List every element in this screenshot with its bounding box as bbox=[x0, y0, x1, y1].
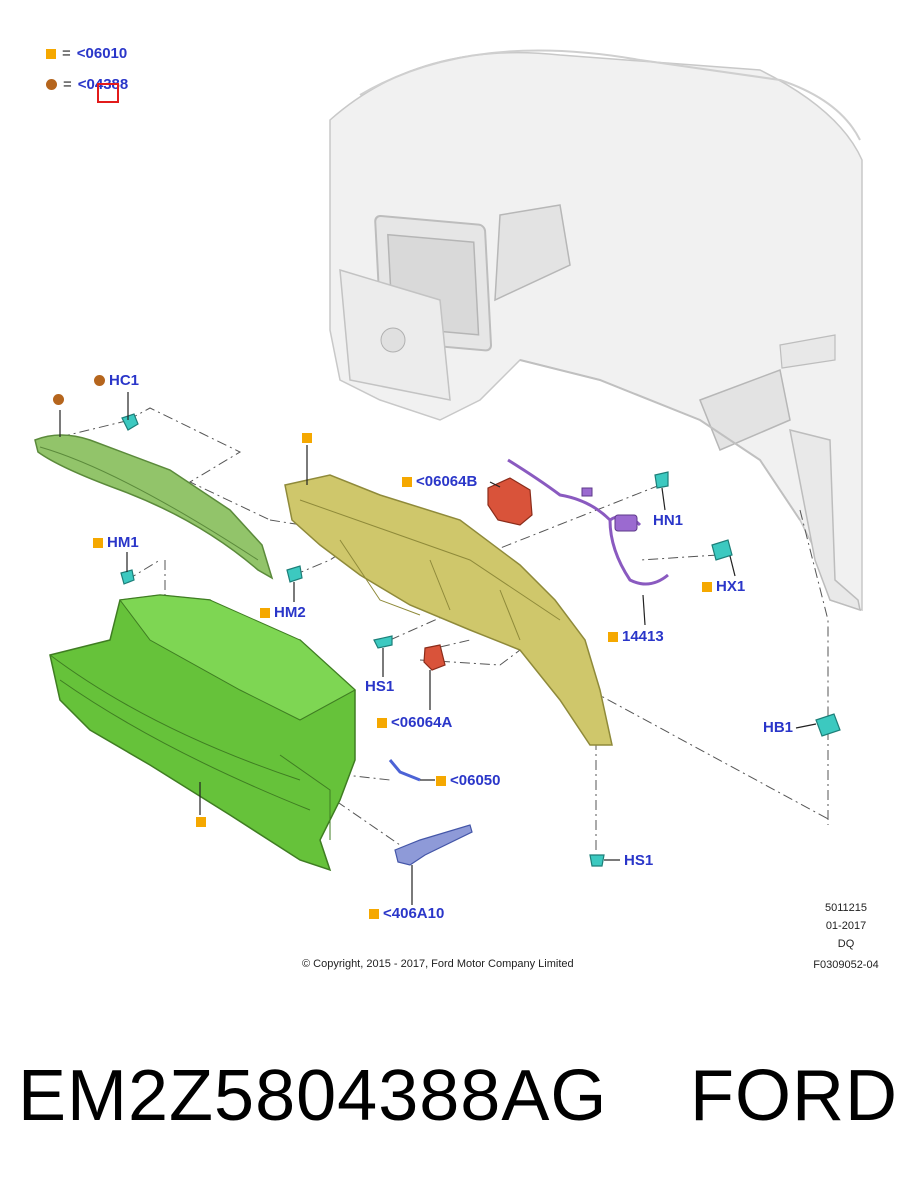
legend-equals: = bbox=[62, 45, 71, 62]
circle-marker-callout bbox=[53, 394, 64, 405]
square-marker-icon bbox=[302, 433, 312, 443]
callout-label: HM2 bbox=[274, 604, 306, 621]
callout-ticks bbox=[59, 392, 817, 905]
circle-marker-icon bbox=[53, 394, 64, 405]
lock-components bbox=[388, 759, 473, 866]
square-marker-icon bbox=[46, 48, 56, 59]
callout-hs1-lower[interactable]: HS1 bbox=[624, 852, 653, 869]
callout-label: 14413 bbox=[622, 628, 664, 645]
square-marker-icon bbox=[377, 717, 387, 728]
legend-item-square: = <06010 bbox=[46, 45, 127, 62]
diagram-date: 01-2017 bbox=[825, 920, 867, 932]
callout-hb1[interactable]: HB1 bbox=[763, 719, 793, 736]
latch-parts bbox=[423, 477, 533, 671]
callout-label: HB1 bbox=[763, 719, 794, 736]
square-marker-icon bbox=[196, 817, 206, 827]
figure-number: F0309052-04 bbox=[813, 959, 879, 971]
callout-06050[interactable]: <06050 bbox=[436, 772, 500, 789]
callout-hx1[interactable]: HX1 bbox=[702, 578, 745, 595]
clips bbox=[120, 413, 841, 867]
callout-label: HX1 bbox=[716, 578, 746, 595]
callout-hm2[interactable]: HM2 bbox=[260, 604, 306, 621]
callout-label: <406A10 bbox=[383, 905, 445, 922]
footer: EM2Z5804388AG FORD bbox=[0, 1040, 912, 1180]
callout-label: <06064B bbox=[416, 473, 478, 490]
square-marker-icon bbox=[402, 476, 412, 487]
callout-label: HS1 bbox=[624, 852, 654, 869]
copyright-notice: © Copyright, 2015 - 2017, Ford Motor Com… bbox=[302, 958, 574, 970]
square-marker-callout bbox=[196, 817, 206, 827]
square-marker-icon bbox=[369, 908, 379, 919]
brand-name: FORD bbox=[690, 1056, 898, 1136]
callout-hn1[interactable]: HN1 bbox=[653, 512, 683, 529]
diagram-code: 5011215 bbox=[824, 902, 867, 914]
support-bracket bbox=[284, 474, 613, 746]
callout-06064a[interactable]: <06064A bbox=[377, 714, 452, 731]
diagram-region: DQ bbox=[837, 938, 855, 950]
square-marker-icon bbox=[260, 607, 270, 618]
callout-label: HM1 bbox=[107, 534, 139, 551]
circle-marker-icon bbox=[94, 375, 105, 386]
callout-label: <06064A bbox=[391, 714, 453, 731]
selection-highlight-box bbox=[97, 83, 119, 103]
legend-equals: = bbox=[63, 76, 72, 93]
callout-14413[interactable]: 14413 bbox=[608, 628, 664, 645]
callout-hm1[interactable]: HM1 bbox=[93, 534, 139, 551]
wiring-harness bbox=[507, 458, 669, 586]
callout-406a10[interactable]: <406A10 bbox=[369, 905, 444, 922]
callout-label: <06050 bbox=[450, 772, 501, 789]
glovebox-upper-trim bbox=[34, 434, 274, 580]
square-marker-icon bbox=[702, 581, 712, 592]
part-number: EM2Z5804388AG bbox=[18, 1056, 608, 1136]
callout-label: HS1 bbox=[365, 678, 395, 695]
legend-text[interactable]: <06010 bbox=[76, 45, 128, 62]
callout-label: HC1 bbox=[109, 372, 140, 389]
callout-06064b[interactable]: <06064B bbox=[402, 473, 477, 490]
square-marker-icon bbox=[608, 631, 618, 642]
square-marker-icon bbox=[436, 775, 446, 786]
callout-hc1[interactable]: HC1 bbox=[94, 372, 139, 389]
dashboard-illustration bbox=[329, 49, 863, 612]
callout-label: HN1 bbox=[653, 512, 684, 529]
exploded-parts-diagram bbox=[34, 49, 863, 905]
circle-marker-icon bbox=[46, 79, 57, 90]
callout-hs1-upper[interactable]: HS1 bbox=[365, 678, 394, 695]
glovebox-bin bbox=[49, 594, 356, 872]
square-marker-callout bbox=[302, 433, 312, 443]
square-marker-icon bbox=[93, 537, 103, 548]
